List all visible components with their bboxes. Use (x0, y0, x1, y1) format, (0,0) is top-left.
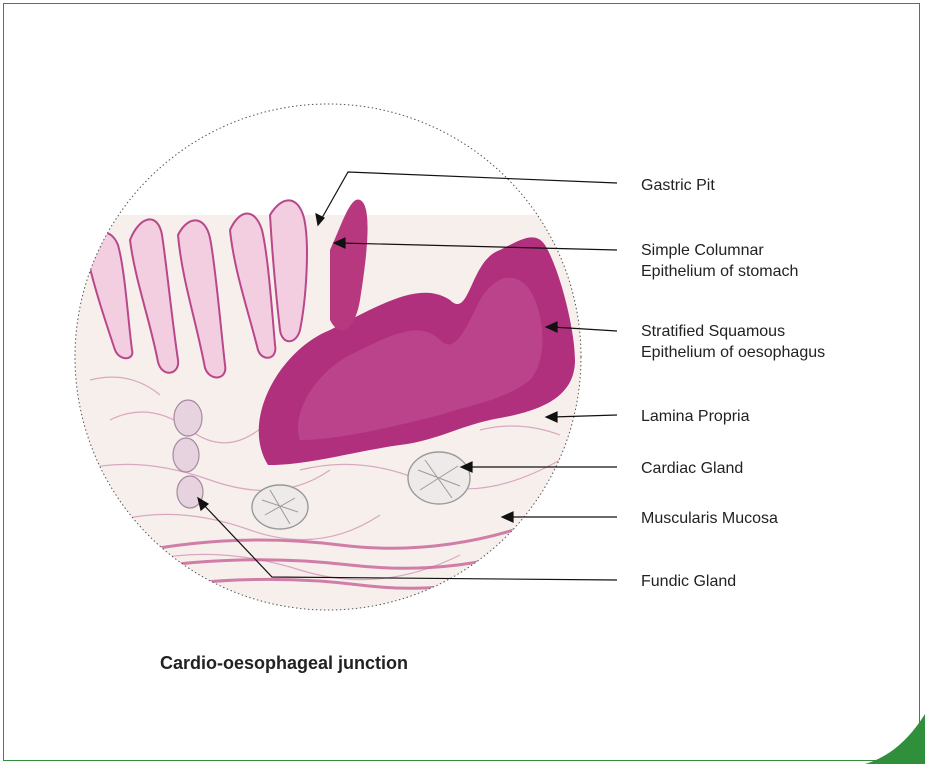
label-gastric-pit: Gastric Pit (641, 175, 715, 196)
label-fundic-gland: Fundic Gland (641, 571, 736, 592)
label-simple-columnar-epithelium: Simple Columnar Epithelium of stomach (641, 240, 798, 282)
figure-caption: Cardio-oesophageal junction (160, 653, 408, 674)
label-muscularis-mucosa: Muscularis Mucosa (641, 508, 778, 529)
label-cardiac-gland: Cardiac Gland (641, 458, 743, 479)
label-lamina-propria: Lamina Propria (641, 406, 750, 427)
label-stratified-squamous-epithelium: Stratified Squamous Epithelium of oesoph… (641, 321, 825, 363)
